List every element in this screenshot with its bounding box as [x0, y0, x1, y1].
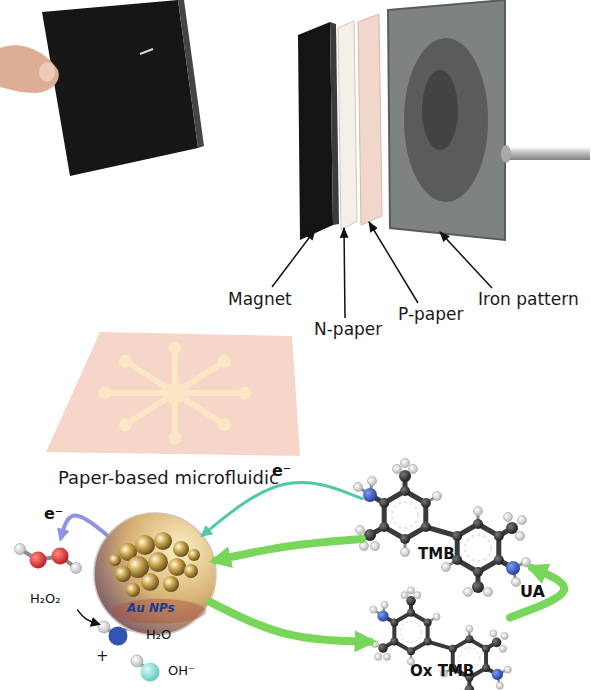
exploded-layers: [388, 0, 505, 240]
part-label: Paper-based microfluidic: [58, 468, 279, 488]
exploded-layers: [388, 0, 505, 240]
h2o2-molecule: [15, 544, 26, 555]
h2o2-molecule: [52, 548, 69, 565]
node-label: OH⁻: [168, 664, 195, 678]
part-label: Iron pattern: [478, 290, 579, 309]
part-label: Magnet: [228, 290, 292, 309]
reaction-arrow: [61, 515, 107, 538]
h2o2-molecule: [71, 563, 82, 574]
paper-microfluidic-chip: [218, 355, 231, 368]
gold-nanoparticle-circle: Au NPs: [93, 512, 217, 636]
photo-hand-magnet: [42, 0, 198, 176]
node-label: Ox TMB: [410, 663, 474, 680]
reaction-arrow: [510, 568, 564, 617]
exploded-layers: [298, 0, 590, 240]
gold-sphere: [168, 558, 186, 576]
leader-arrows: [344, 228, 345, 318]
exploded-layers: [298, 22, 333, 240]
edge-label: e⁻: [44, 505, 63, 523]
paper-microfluidic-chip: [99, 342, 252, 445]
paper-microfluidic-chip: [105, 348, 245, 438]
ox-tmb-molecule: [370, 587, 512, 690]
photo-hand-magnet: [39, 62, 55, 82]
exploded-layers: [422, 70, 458, 150]
node-label: Au NPs: [127, 602, 175, 615]
hydroxide-molecule: [131, 655, 143, 667]
paper-microfluidic-chip: [218, 418, 231, 431]
tmb-molecule: [354, 459, 531, 597]
leader-arrows: [440, 232, 492, 288]
paper-microfluidic-chip: [239, 387, 252, 400]
edge-label: UA: [520, 583, 545, 601]
gold-sphere: [126, 583, 140, 597]
gold-sphere: [109, 554, 121, 566]
reaction-arrow: [210, 602, 370, 642]
reaction-arrow: [216, 539, 362, 560]
exploded-layers: [404, 38, 488, 202]
gold-sphere: [154, 532, 172, 550]
exploded-layers: [501, 145, 511, 163]
gold-sphere: [163, 576, 179, 592]
node-label: H₂O: [146, 628, 171, 642]
molecule-node: H₂O: [98, 618, 193, 658]
leader-arrows: [272, 230, 315, 287]
gold-sphere: [135, 535, 155, 555]
exploded-layers: [505, 148, 590, 160]
paper-microfluidic-chip: [119, 355, 132, 368]
nanoparticle-substrate: [112, 599, 206, 624]
reaction-arrow: [78, 610, 98, 624]
node-outline: [93, 512, 217, 636]
gold-sphere: [184, 564, 198, 578]
exploded-layers: [330, 22, 339, 225]
paper-microfluidic-chip: [46, 332, 300, 456]
part-label: +: [96, 648, 109, 665]
exploded-layers: [338, 21, 357, 230]
molecule-node: OH⁻: [135, 655, 215, 689]
gold-sphere: [188, 549, 200, 561]
leader-arrows: [272, 222, 492, 318]
photo-hand-magnet: [0, 45, 59, 93]
nanoparticle-background: [94, 513, 216, 635]
paper-microfluidic-chip: [99, 387, 112, 400]
node-label: TMB: [418, 546, 455, 563]
paper-microfluidic-chip: [161, 383, 189, 403]
molecule-node: H₂O₂: [10, 538, 92, 610]
paper-microfluidic-chip: [46, 332, 300, 456]
reaction-arrow: [203, 482, 362, 534]
edge-label: e⁻: [272, 462, 291, 480]
hydroxide-molecule: [131, 655, 160, 682]
gold-sphere: [148, 552, 168, 572]
ox-tmb-molecule: [370, 587, 512, 690]
photo-hand-magnet: [0, 0, 204, 176]
hydroxide-molecule: [141, 663, 160, 682]
tmb-molecule: [354, 459, 531, 597]
water-molecule: [109, 627, 128, 646]
photo-hand-magnet: [178, 0, 204, 148]
molecule-node: TMB: [362, 470, 532, 595]
gold-sphere: [115, 566, 131, 582]
h2o2-molecule: [15, 544, 82, 574]
gold-sphere: [173, 541, 189, 557]
h2o2-molecule: [30, 552, 47, 569]
exploded-layers: [358, 14, 382, 225]
molecule-node: Ox TMB: [370, 597, 510, 689]
paper-microfluidic-chip: [169, 432, 182, 445]
part-label: P-paper: [398, 305, 463, 324]
leader-arrows: [369, 222, 418, 303]
paper-microfluidic-chip: [169, 342, 182, 355]
node-label: H₂O₂: [30, 592, 60, 606]
paper-microfluidic-chip: [119, 418, 132, 431]
photo-hand-magnet: [140, 49, 153, 54]
water-molecule: [98, 621, 110, 633]
gold-sphere: [141, 573, 159, 591]
part-label: N-paper: [314, 320, 382, 339]
